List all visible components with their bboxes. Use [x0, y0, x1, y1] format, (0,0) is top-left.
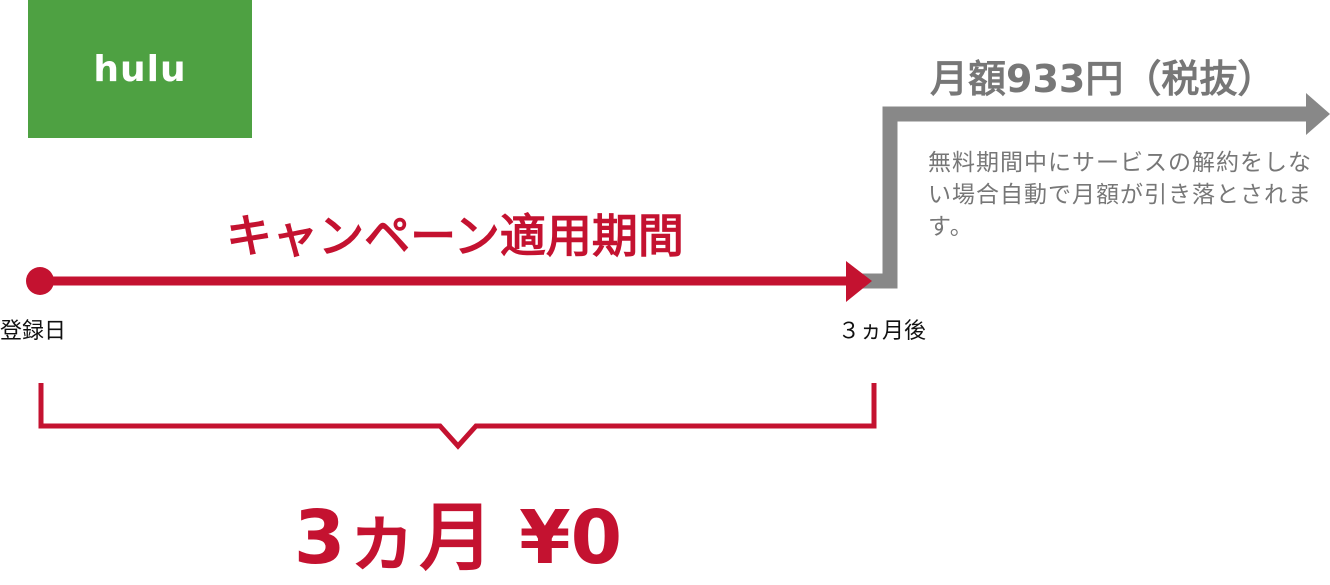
monthly-fee: 月額933円（税抜）	[930, 57, 1276, 101]
timeline-diagram	[26, 93, 1330, 450]
end-label: ３ヵ月後	[838, 319, 927, 344]
start-dot	[26, 267, 54, 295]
period-bracket	[38, 383, 877, 450]
campaign-label: キャンペーン適用期間	[226, 209, 684, 263]
auto-billing-note: 無料期間中にサービスの解約をしない場合自動で月額が引き落とされます。	[928, 150, 1312, 240]
logo-text: hulu	[93, 48, 187, 90]
start-label: 登録日	[0, 319, 67, 344]
free-period-price: 3ヵ月 ¥0	[293, 495, 623, 581]
campaign-arrowhead	[846, 261, 872, 302]
post-campaign-arrow-line	[862, 106, 1308, 289]
post-campaign-arrowhead	[1306, 93, 1330, 135]
hulu-logo: hulu	[28, 0, 252, 138]
